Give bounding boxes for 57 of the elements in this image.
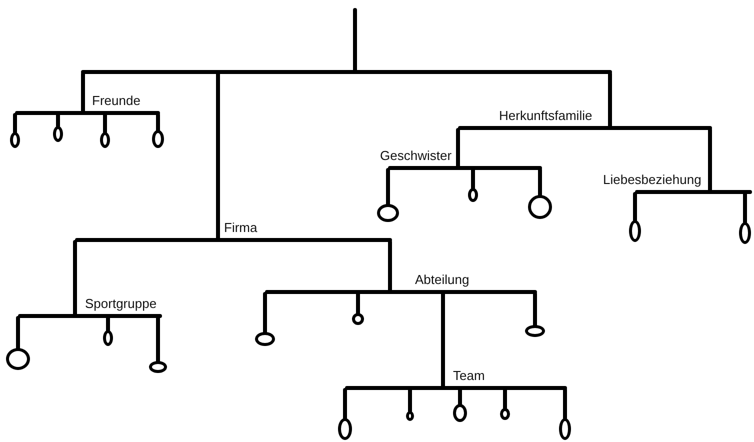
branch-label: Firma bbox=[224, 220, 258, 236]
connector-line bbox=[743, 192, 747, 224]
connector-line bbox=[458, 388, 462, 406]
connector-line bbox=[353, 8, 357, 72]
connector-line bbox=[708, 128, 712, 192]
leaf-circle bbox=[500, 408, 510, 420]
branch-label: Liebesbeziehung bbox=[603, 172, 702, 188]
connector-line bbox=[633, 192, 637, 222]
branch-label: Herkunftsfamilie bbox=[499, 108, 592, 124]
leaf-circle bbox=[453, 404, 467, 422]
leaf-circle bbox=[528, 195, 552, 219]
connector-line bbox=[441, 292, 445, 388]
leaf-circle bbox=[255, 332, 275, 346]
connector-line bbox=[81, 72, 85, 113]
branch-label: Sportgruppe bbox=[85, 296, 157, 312]
leaf-circle bbox=[629, 220, 641, 242]
leaf-circle bbox=[406, 411, 414, 421]
connector-line bbox=[563, 388, 567, 420]
leaf-circle bbox=[525, 325, 545, 337]
leaf-circle bbox=[468, 188, 478, 202]
connector-line bbox=[156, 113, 160, 132]
branch-label: Abteilung bbox=[415, 272, 470, 288]
leaf-circle bbox=[152, 130, 164, 148]
leaf-circle bbox=[739, 222, 751, 244]
connector-line bbox=[16, 316, 20, 350]
connector-line bbox=[103, 113, 107, 134]
connector-line bbox=[408, 388, 412, 413]
leaf-circle bbox=[377, 204, 399, 222]
connector-line bbox=[456, 128, 460, 168]
branch-label: Freunde bbox=[92, 93, 140, 109]
connector-line bbox=[471, 168, 475, 190]
connector-line bbox=[608, 72, 612, 128]
leaf-circle bbox=[352, 313, 364, 325]
connector-line bbox=[106, 316, 110, 332]
leaf-circle bbox=[6, 348, 30, 370]
branch-label: Team bbox=[453, 368, 485, 384]
leaf-circle bbox=[149, 361, 167, 373]
connector-line bbox=[386, 168, 390, 206]
connector-line bbox=[343, 388, 347, 420]
leaf-circle bbox=[559, 418, 571, 440]
connector-line bbox=[13, 113, 17, 134]
connector-line bbox=[156, 316, 160, 363]
leaf-circle bbox=[338, 418, 352, 440]
leaf-circle bbox=[100, 132, 110, 148]
connector-line bbox=[73, 240, 77, 316]
branch-label: Geschwister bbox=[380, 148, 452, 164]
leaf-circle bbox=[10, 132, 20, 148]
connector-line bbox=[503, 388, 507, 410]
connector-line bbox=[533, 292, 537, 327]
connector-line bbox=[216, 72, 220, 240]
connector-line bbox=[263, 292, 267, 334]
connector-line bbox=[388, 240, 392, 292]
connector-line bbox=[356, 292, 360, 315]
connector-line bbox=[56, 113, 60, 128]
leaf-circle bbox=[53, 126, 63, 142]
leaf-circle bbox=[103, 330, 113, 346]
connector-line bbox=[538, 168, 542, 197]
